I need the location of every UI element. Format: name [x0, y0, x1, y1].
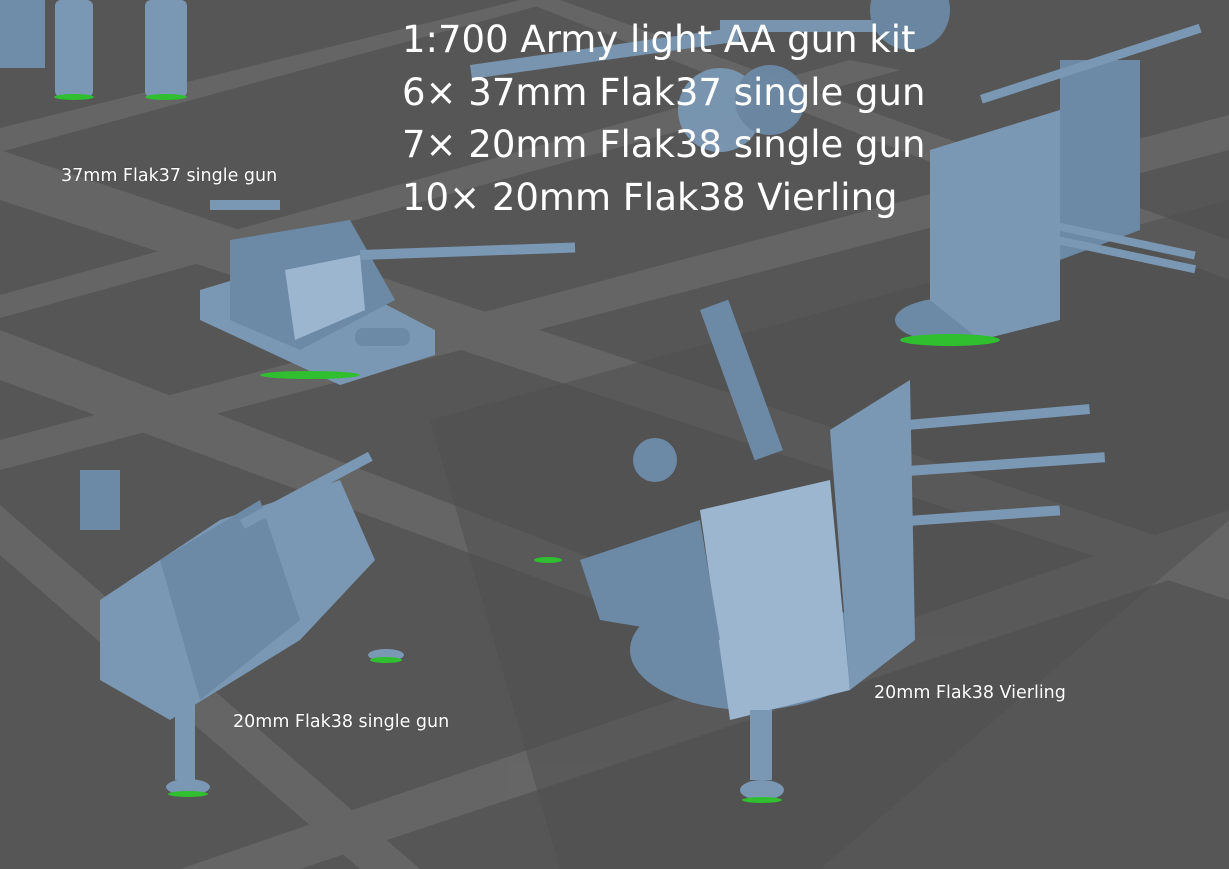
kit-contents-flak38-vierling: 10× 20mm Flak38 Vierling	[402, 175, 898, 219]
pillar-models	[0, 0, 187, 100]
kit-title: 1:700 Army light AA gun kit	[402, 18, 916, 61]
flak38-vierling-model	[534, 299, 1106, 803]
flak38-single-model	[80, 451, 404, 797]
vierling-back-model	[895, 23, 1202, 346]
flak37-model	[200, 200, 576, 385]
kit-contents-flak37: 6× 37mm Flak37 single gun	[402, 70, 926, 114]
label-flak37: 37mm Flak37 single gun	[61, 166, 278, 186]
kit-title-block: 1:700 Army light AA gun kit 6× 37mm Flak…	[402, 14, 925, 224]
label-flak38-vierling: 20mm Flak38 Vierling	[874, 683, 1066, 703]
label-flak38-single: 20mm Flak38 single gun	[233, 712, 450, 732]
towed-gun-model	[470, 0, 950, 152]
kit-contents-flak38-single: 7× 20mm Flak38 single gun	[402, 123, 926, 166]
